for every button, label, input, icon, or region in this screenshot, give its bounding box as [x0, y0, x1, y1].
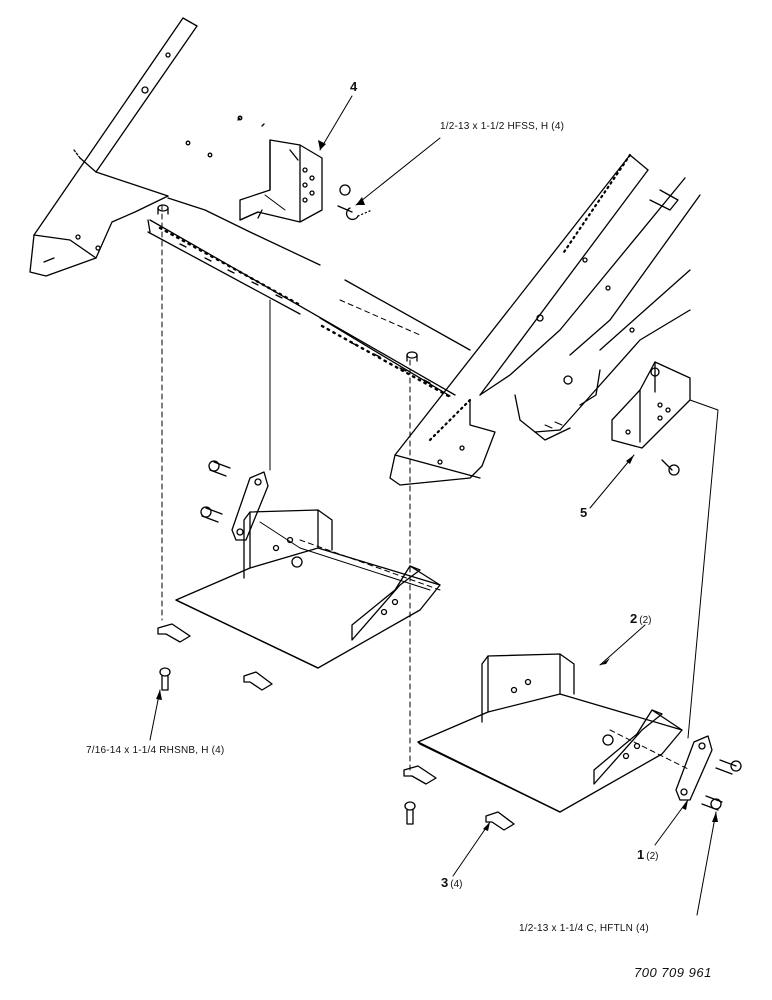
callout-3-qty: (4): [450, 879, 463, 890]
callout-2: 2(2): [630, 612, 651, 626]
callout-2-number: 2: [630, 611, 638, 626]
bolt-left-bottom: [159, 667, 171, 691]
callout-2-qty: (2): [639, 615, 652, 626]
leader-lines: [161, 194, 719, 771]
bolt-cutterbar-right: [406, 351, 418, 362]
callout-5: 5: [580, 506, 587, 519]
left-divider-frame: [29, 17, 198, 277]
callout-4-number: 4: [350, 79, 358, 94]
cross-frame: [147, 115, 471, 400]
note-bolt-top: 1/2-13 x 1-1/2 HFSS, H (4): [440, 121, 565, 132]
callout-5-number: 5: [580, 505, 588, 520]
bracket-4: [239, 139, 373, 223]
right-frame-channel: [479, 177, 701, 441]
callout-4: 4: [350, 80, 357, 93]
callout-3: 3(4): [441, 876, 462, 890]
callout-1-number: 1: [637, 847, 645, 862]
clip-left-lower: [243, 671, 273, 691]
clip-right-lower: [485, 811, 515, 831]
bolt-cutterbar-left: [157, 204, 169, 215]
note-bolt-bottom: 1/2-13 x 1-1/4 C, HFTLN (4): [519, 923, 649, 934]
bolt-right-bottom: [404, 801, 416, 825]
shoe-left: [175, 509, 441, 669]
clip-left-upper: [157, 623, 191, 643]
callout-1: 1(2): [637, 848, 658, 862]
callout-leaders: [149, 95, 717, 916]
bracket-5: [611, 361, 691, 476]
right-divider-frame: [389, 153, 649, 486]
figure-number: 700 709 961: [634, 965, 712, 980]
link-left: [200, 460, 269, 541]
clip-right-upper: [403, 765, 437, 785]
shoe-right: [417, 653, 683, 813]
callout-1-qty: (2): [646, 851, 659, 862]
note-bolt-left: 7/16-14 x 1-1/4 RHSNB, H (4): [86, 745, 225, 756]
arrowheads: [156, 140, 718, 831]
link-right: [675, 735, 742, 811]
callout-3-number: 3: [441, 875, 449, 890]
